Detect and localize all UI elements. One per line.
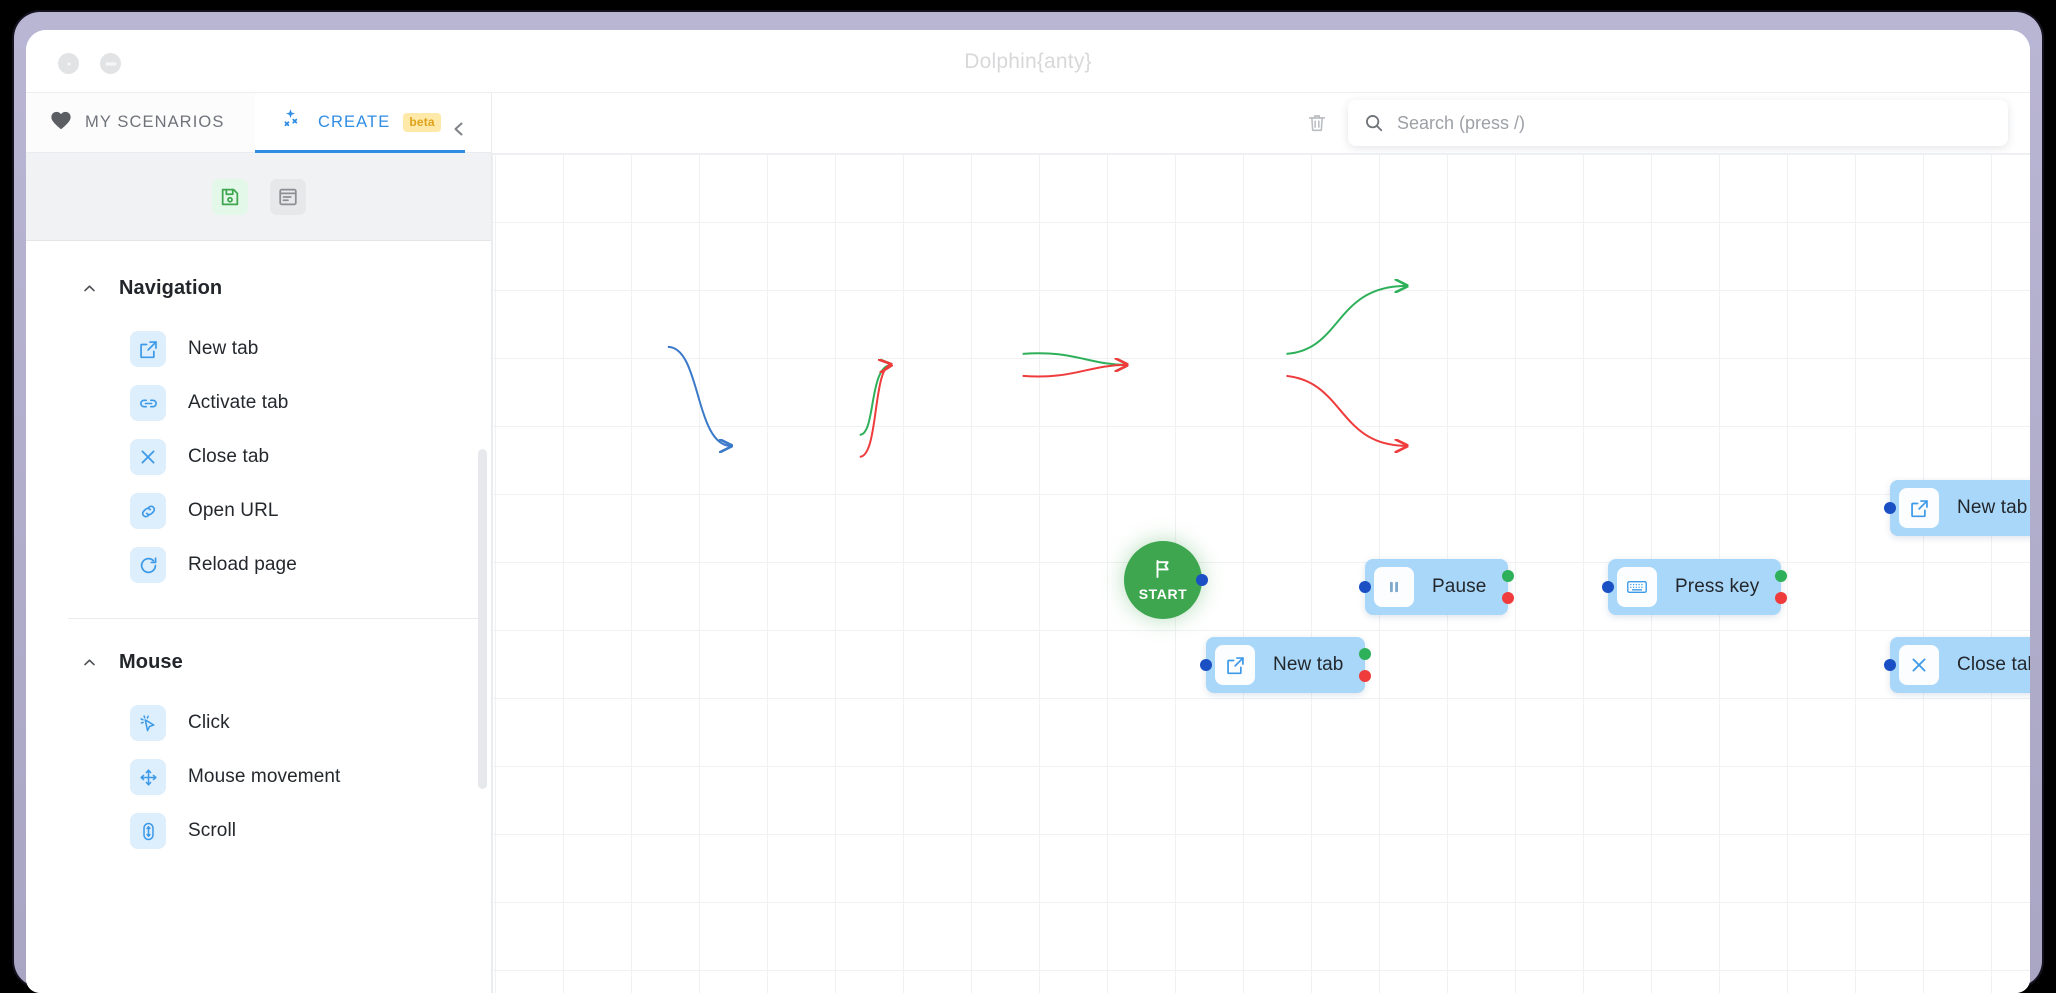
left-panel: MY SCENARIOS CREATE beta: [26, 93, 492, 993]
move-arrows-icon: [130, 759, 166, 795]
notes-button[interactable]: [269, 178, 306, 215]
tab-create-label: CREATE: [318, 113, 391, 131]
action-item-label: Activate tab: [188, 392, 289, 413]
flow-node-new-tab-2[interactable]: New tab: [1884, 480, 2030, 536]
flow-node-start[interactable]: START: [1124, 541, 1208, 619]
chain-link-icon: [130, 493, 166, 529]
action-item-label: Click: [188, 712, 230, 733]
title-bar: Dolphin{anty}: [26, 30, 2030, 93]
flow-node-close-tab-1[interactable]: Close tab: [1884, 637, 2030, 693]
search-icon: [1364, 113, 1384, 133]
close-x-icon: [130, 439, 166, 475]
scroll-icon: [130, 813, 166, 849]
app-body: MY SCENARIOS CREATE beta: [26, 93, 2030, 993]
save-scenario-button[interactable]: [211, 178, 248, 215]
panel-tabs: MY SCENARIOS CREATE beta: [26, 93, 491, 153]
action-item-scroll[interactable]: Scroll: [26, 804, 491, 858]
action-group-title: Mouse: [119, 651, 183, 673]
action-group-header[interactable]: Navigation: [26, 271, 491, 306]
heart-icon: [50, 110, 72, 135]
flow-node-label: Close tab: [1957, 654, 2030, 675]
cursor-click-icon: [130, 705, 166, 741]
sidebar-scrollbar[interactable]: [478, 449, 487, 789]
external-link-icon: [130, 331, 166, 367]
output-port[interactable]: [1196, 574, 1208, 586]
input-port[interactable]: [1359, 581, 1371, 593]
flow-node-press-key-1[interactable]: Press key: [1602, 559, 1788, 615]
keyboard-icon: [1617, 567, 1657, 607]
flow-node-pause-1[interactable]: Pause: [1359, 559, 1515, 615]
flow-node-label: New tab: [1957, 497, 2028, 518]
delete-button[interactable]: [1300, 106, 1334, 140]
flow-node-label: Press key: [1675, 576, 1760, 597]
action-item-mouse-movement[interactable]: Mouse movement: [26, 750, 491, 804]
flow-node-label: New tab: [1273, 654, 1344, 675]
action-item-label: Reload page: [188, 554, 297, 575]
action-item-label: Scroll: [188, 820, 237, 841]
tab-create[interactable]: CREATE beta: [255, 93, 465, 153]
action-item-click[interactable]: Click: [26, 696, 491, 750]
action-item-activate-tab[interactable]: Activate tab: [26, 376, 491, 430]
error-port[interactable]: [1502, 592, 1515, 604]
group-divider: [68, 618, 483, 619]
input-port[interactable]: [1602, 581, 1614, 593]
minus-icon: [105, 62, 116, 65]
flow-canvas[interactable]: START New tab: [492, 153, 2030, 993]
search-input[interactable]: [1397, 112, 1992, 134]
success-port[interactable]: [1775, 570, 1788, 582]
action-item-open-url[interactable]: Open URL: [26, 484, 491, 538]
action-item-close-tab[interactable]: Close tab: [26, 430, 491, 484]
action-group-header[interactable]: Mouse: [26, 645, 491, 680]
external-link-icon: [1215, 645, 1255, 685]
link-horizontal-icon: [130, 385, 166, 421]
external-link-icon: [1899, 488, 1939, 528]
action-item-label: New tab: [188, 338, 259, 359]
close-x-icon: [1899, 645, 1939, 685]
success-port[interactable]: [1359, 648, 1372, 660]
refresh-icon: [130, 547, 166, 583]
flow-node-new-tab-1[interactable]: New tab: [1200, 637, 1372, 693]
chevron-up-icon: [82, 655, 97, 673]
action-item-reload-page[interactable]: Reload page: [26, 538, 491, 592]
flow-node-label: Pause: [1432, 576, 1487, 597]
window-minimize-button[interactable]: [100, 53, 121, 74]
action-item-label: Open URL: [188, 500, 279, 521]
scenario-toolstrip: [26, 122, 491, 241]
input-port[interactable]: [1884, 659, 1896, 671]
search-box[interactable]: [1348, 100, 2008, 146]
beta-badge: beta: [403, 113, 441, 132]
input-port[interactable]: [1884, 502, 1896, 514]
action-item-label: Close tab: [188, 446, 270, 467]
collapse-panel-button[interactable]: [445, 115, 473, 143]
dot-icon: [67, 62, 70, 65]
error-port[interactable]: [1775, 592, 1788, 604]
action-item-label: Mouse movement: [188, 766, 341, 787]
chevron-up-icon: [82, 281, 97, 299]
pause-icon: [1374, 567, 1414, 607]
flag-icon: [1152, 558, 1174, 585]
action-group-title: Navigation: [119, 277, 223, 299]
flow-node-start-label: START: [1138, 586, 1188, 602]
action-item-new-tab[interactable]: New tab: [26, 322, 491, 376]
input-port[interactable]: [1200, 659, 1212, 671]
canvas-toolbar: [492, 93, 2030, 153]
flow-edges: [667, 154, 2030, 458]
sparkle-icon: [279, 107, 305, 138]
right-panel: START New tab: [492, 93, 2030, 993]
tab-my-scenarios-label: MY SCENARIOS: [85, 113, 225, 131]
app-title: Dolphin{anty}: [964, 50, 1092, 73]
app-window: Dolphin{anty} MY SCENARIOS: [26, 30, 2030, 993]
error-port[interactable]: [1359, 670, 1372, 682]
success-port[interactable]: [1502, 570, 1515, 582]
window-close-button[interactable]: [58, 53, 79, 74]
tab-my-scenarios[interactable]: MY SCENARIOS: [26, 93, 255, 152]
